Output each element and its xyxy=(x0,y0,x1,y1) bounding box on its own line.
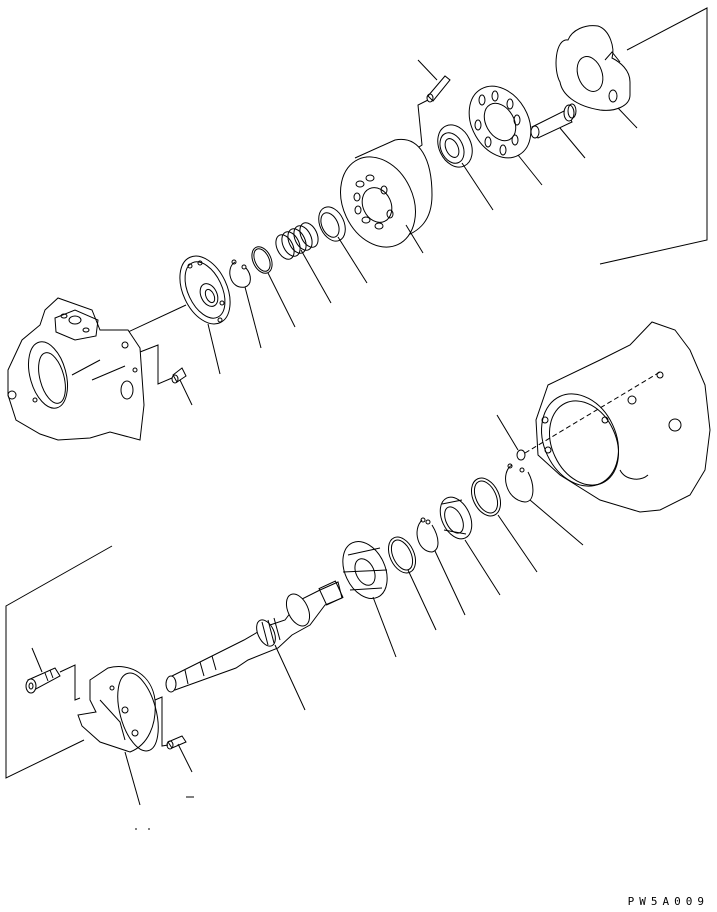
shim-ring-part xyxy=(387,536,437,631)
cap-screw-part xyxy=(25,647,81,701)
cradle-housing-part xyxy=(555,25,638,129)
dowel-pin-upper-part xyxy=(409,59,451,154)
plug-part xyxy=(496,371,661,461)
snap-ring-lower-2-part xyxy=(416,517,466,616)
snap-ring-lower-1-part xyxy=(505,463,584,546)
bearing-upper-part xyxy=(437,124,494,211)
figure-code: PW5A009 xyxy=(627,895,709,908)
upper-assembly-bracket xyxy=(599,7,708,265)
o-ring-upper-part xyxy=(251,246,296,328)
cylinder-block-part xyxy=(340,138,433,254)
lower-assembly-bracket xyxy=(5,545,113,779)
needle-bearing-part xyxy=(439,496,501,596)
valve-plate-part xyxy=(468,85,543,186)
o-ring-lower-part xyxy=(470,477,538,573)
swash-plate-part xyxy=(77,666,159,806)
spring-set-part xyxy=(275,222,332,304)
spacer-ring-part xyxy=(318,206,368,284)
piston-rod-part xyxy=(530,103,586,159)
snap-ring-upper-part xyxy=(229,259,262,349)
pump-case-left-part xyxy=(7,297,145,441)
drive-shaft-part xyxy=(165,580,344,711)
pump-case-right-part xyxy=(535,321,711,513)
dowel-pin-case-part xyxy=(139,344,193,406)
roller-bearing-part xyxy=(342,541,397,658)
pin-lower-part xyxy=(154,696,193,773)
